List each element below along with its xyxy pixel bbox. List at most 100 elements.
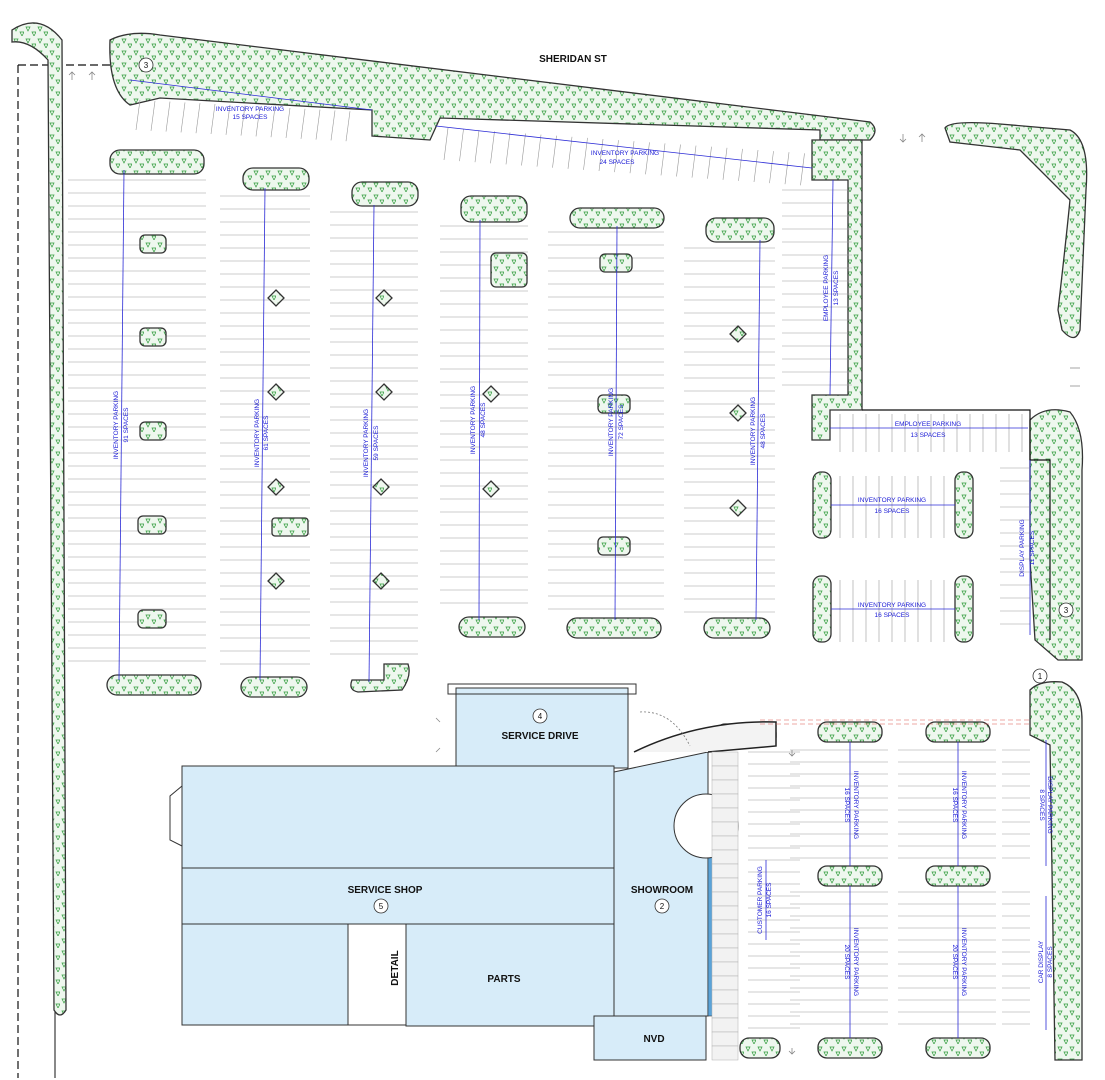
row1-bottom-island	[106, 674, 202, 696]
tree-island	[375, 383, 393, 401]
lot-row5-count: 72 SPACES	[618, 404, 625, 440]
parking-stall-line	[443, 127, 449, 161]
lot-inv16b-count: 16 SPACES	[875, 612, 911, 619]
service-drive-ramp	[639, 711, 691, 747]
parking-stall-line	[707, 146, 712, 179]
lot-employee-v-count: 13 SPACES	[833, 270, 840, 306]
lot-employee-h-title: EMPLOYEE PARKING	[895, 421, 961, 428]
tree-island	[372, 572, 390, 590]
west-landscape-strip	[11, 22, 67, 1016]
parking-stall-line	[490, 131, 495, 164]
lot-inv16a-title: INVENTORY PARKING	[858, 497, 926, 504]
lot-inv20a-count: 20 SPACES	[843, 945, 850, 981]
bubble-4: 4	[538, 712, 543, 721]
service-shop-west-notch	[169, 785, 183, 847]
tree-island	[372, 478, 390, 496]
lot-row3-count: 59 SPACES	[373, 425, 380, 461]
walkway-paver	[711, 765, 739, 781]
parking-stall-line	[270, 107, 276, 138]
showroom-label: SHOWROOM	[631, 885, 693, 896]
parts-building	[405, 923, 615, 1027]
parking-stall-line	[474, 130, 480, 163]
tree-island	[267, 383, 285, 401]
walkway-paver	[711, 793, 739, 809]
walkway-paver	[711, 1031, 739, 1047]
service-shop-label: SERVICE SHOP	[348, 885, 423, 896]
lot-row4-count: 48 SPACES	[480, 402, 487, 438]
row2-top-island	[242, 167, 310, 191]
parking-stall-line	[521, 133, 526, 166]
walkway-paver	[711, 975, 739, 991]
north-landscape-strip	[109, 32, 876, 141]
lot-top-left-title: INVENTORY PARKING	[216, 106, 284, 113]
lot-row4-title: INVENTORY PARKING	[470, 386, 477, 454]
lot-inv20b-title: INVENTORY PARKING	[960, 928, 967, 996]
lot-display11-count: 11 SPACES	[1029, 530, 1036, 565]
parts-label: PARTS	[487, 974, 520, 985]
lot-row1-title: INVENTORY PARKING	[113, 391, 120, 459]
tree-island	[139, 421, 167, 441]
customer-bottom-island	[739, 1037, 781, 1059]
walkway-paver	[711, 1017, 739, 1033]
row4-bottom-island	[458, 616, 526, 638]
lot-cardisplay8-title: CAR DISPLAY	[1038, 940, 1045, 983]
parking-stall-line	[210, 103, 216, 135]
parking-stall-line	[722, 147, 728, 180]
parking-stall-line	[629, 141, 635, 174]
showroom-building	[613, 751, 709, 1017]
nvd-label: NVD	[643, 1034, 664, 1045]
buildings	[169, 683, 739, 1061]
row3-bottom-island	[350, 663, 410, 693]
walkway-paver	[711, 989, 739, 1005]
parking-stall-line	[691, 145, 697, 178]
lot-employee-v-title: EMPLOYEE PARKING	[823, 255, 830, 321]
lot-row6-title: INVENTORY PARKING	[750, 397, 757, 465]
plaza-wall	[633, 721, 777, 753]
row1-top-island	[109, 149, 205, 175]
lot-cardisplay8-count: 8 SPACES	[1047, 946, 1054, 978]
lot-row2-title: INVENTORY PARKING	[254, 399, 261, 467]
lot-inv16d-title: INVENTORY PARKING	[960, 771, 967, 839]
lot-inv16b-title: INVENTORY PARKING	[858, 602, 926, 609]
lot-row1-count: 91 SPACES	[123, 407, 130, 443]
parking-stall-line	[195, 103, 201, 134]
parking-stall-line	[180, 102, 186, 133]
lot-row2-count: 61 SPACES	[263, 415, 270, 451]
parking-stall-line	[567, 136, 573, 169]
parking-stall-line	[676, 144, 681, 177]
tree-island	[597, 394, 631, 414]
parking-stall-line	[285, 107, 291, 139]
inv16a-right-island	[954, 471, 974, 539]
service-drive-canopy	[447, 683, 637, 695]
property-line	[17, 64, 130, 1078]
walkway-paver	[711, 1003, 739, 1019]
parking-stall-line	[345, 111, 351, 142]
parking-stall-line	[255, 106, 261, 137]
walkway-paver	[711, 807, 739, 823]
walkway-paver	[711, 947, 739, 963]
lot-inv20a-title: INVENTORY PARKING	[852, 928, 859, 996]
arrow-icon	[788, 1048, 796, 1055]
row2-bottom-island	[240, 676, 308, 698]
ne-corner-island	[944, 122, 1088, 339]
walkway-paver	[711, 877, 739, 893]
tree-island	[729, 325, 747, 343]
keynote-bubbles: 1 2 3 3 4 5	[138, 57, 1074, 914]
lot-employee-h-count: 13 SPACES	[911, 432, 947, 439]
parking-stall-line	[300, 108, 306, 139]
parking-stall-line	[165, 101, 171, 132]
walkway-paver	[711, 905, 739, 921]
se-row1-mid-island	[817, 865, 883, 887]
traffic-arrows	[68, 71, 1080, 1055]
se-row2-top-island	[925, 721, 991, 743]
tree-island	[729, 404, 747, 422]
bubble-3-north: 3	[144, 61, 149, 70]
east-landscape-strip	[811, 139, 863, 441]
tree-island	[267, 289, 285, 307]
lot-top-right-count: 24 SPACES	[600, 159, 636, 166]
parking-stall-line	[738, 148, 743, 181]
parking-stall-line	[769, 151, 774, 184]
tree-island	[375, 289, 393, 307]
walkway-paver	[711, 961, 739, 977]
tree-island	[137, 609, 167, 629]
